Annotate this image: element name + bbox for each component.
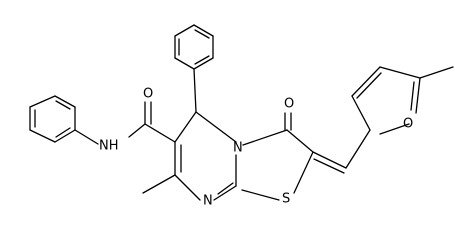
c7-methyl	[142, 174, 176, 194]
furan-methyl	[419, 66, 454, 79]
furan-oxygen-label: O	[403, 117, 413, 132]
fused-nitrogen-label: N	[233, 141, 243, 156]
lower-nitrogen-label: N	[203, 194, 213, 209]
ketone-oxygen-label: O	[284, 97, 294, 112]
thiazole-ring	[241, 129, 314, 201]
carboxamide-group	[74, 101, 176, 145]
furan-ring	[351, 66, 421, 135]
ketone-group	[284, 112, 292, 131]
amide-oxygen-label: O	[143, 87, 153, 102]
top-phenyl-ring	[174, 24, 214, 70]
left-phenyl-ring	[29, 95, 76, 143]
bond-phenyl-to-c5	[193, 68, 197, 113]
pyrimidine-ring	[174, 111, 237, 201]
sulfur-label: S	[282, 192, 290, 207]
amide-nh-label: NH	[99, 139, 119, 154]
exocyclic-double-bond	[312, 129, 371, 174]
chemical-structure-diagram: O NH O O N N S	[29, 24, 454, 209]
